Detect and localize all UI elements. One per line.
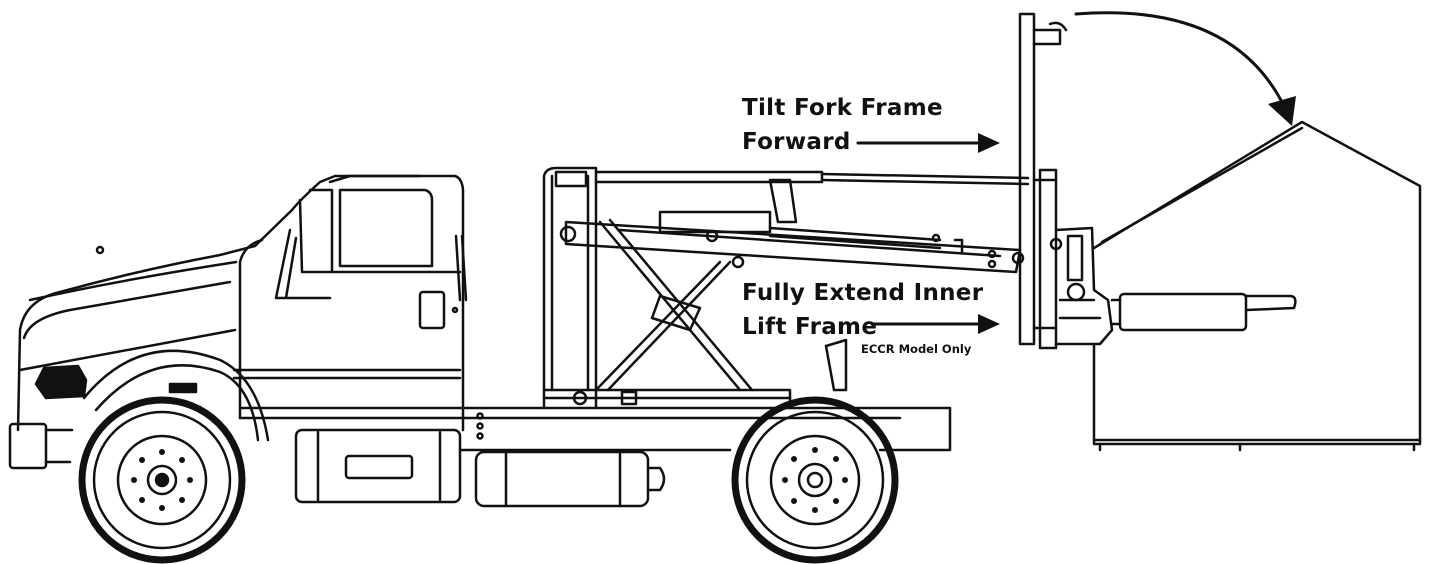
container <box>1092 120 1422 452</box>
extend-frame-arrow <box>870 314 1000 334</box>
tilt-curved-arrow <box>1074 11 1296 126</box>
lift-mechanism <box>542 166 1030 410</box>
tilt-forward-arrow <box>856 133 1000 153</box>
truck-cab <box>8 174 468 470</box>
rear-wheel <box>731 396 899 564</box>
eccr-model-note: ECCR Model Only <box>861 342 972 356</box>
chassis <box>238 406 952 508</box>
tilt-fork-frame-label: Tilt Fork Frame <box>742 95 943 121</box>
front-wheel <box>78 396 246 564</box>
fully-extend-inner-label: Fully Extend Inner <box>742 280 984 306</box>
lift-frame-label: Lift Frame <box>742 314 878 340</box>
fork-frame <box>1011 12 1297 350</box>
forward-label: Forward <box>742 129 851 155</box>
